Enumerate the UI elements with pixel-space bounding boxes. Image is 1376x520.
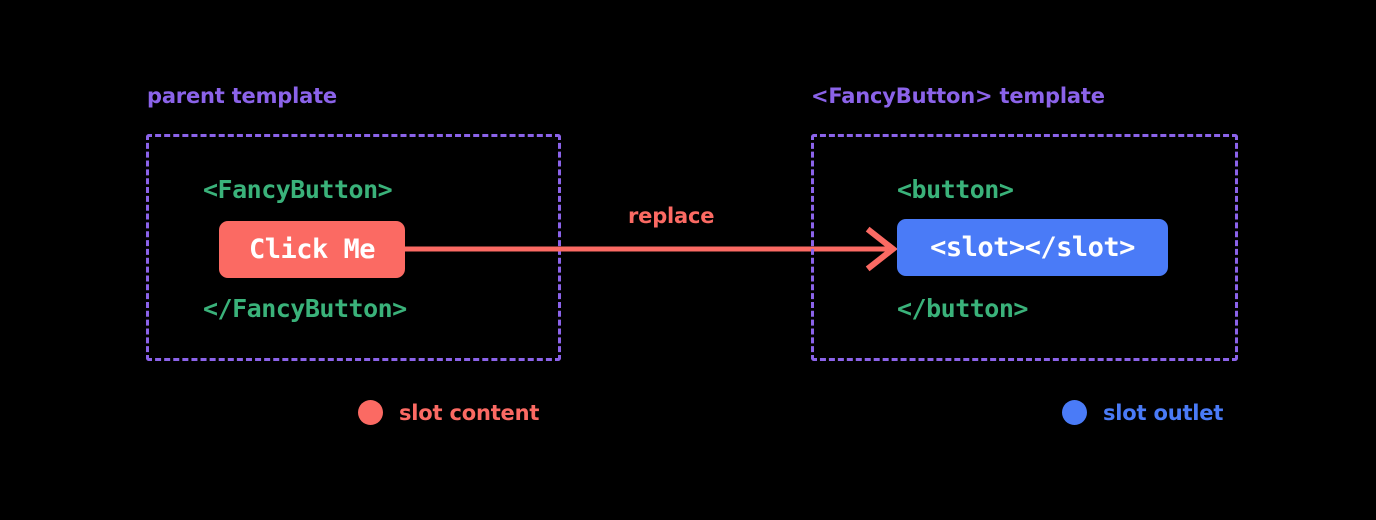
code-open-fancybutton: <FancyButton> xyxy=(203,175,393,204)
fancybutton-template-box xyxy=(811,134,1238,361)
legend-dot-icon-slot-outlet xyxy=(1062,400,1087,425)
legend-dot-icon-slot-content xyxy=(358,400,383,425)
replace-arrow-icon xyxy=(404,226,898,272)
legend-item-slot-outlet: slot outlet xyxy=(1062,400,1223,425)
slot-content-chip: Click Me xyxy=(219,221,405,278)
parent-template-label: parent template xyxy=(147,84,337,108)
code-close-fancybutton: </FancyButton> xyxy=(203,294,407,323)
fancybutton-template-label: <FancyButton> template xyxy=(811,84,1105,108)
legend-item-slot-content: slot content xyxy=(358,400,539,425)
replace-label: replace xyxy=(628,204,715,228)
legend-label-slot-outlet: slot outlet xyxy=(1103,400,1224,425)
slot-outlet-chip: <slot></slot> xyxy=(897,219,1168,276)
legend-label-slot-content: slot content xyxy=(399,400,540,425)
code-close-button: </button> xyxy=(897,294,1028,323)
code-open-button: <button> xyxy=(897,175,1014,204)
